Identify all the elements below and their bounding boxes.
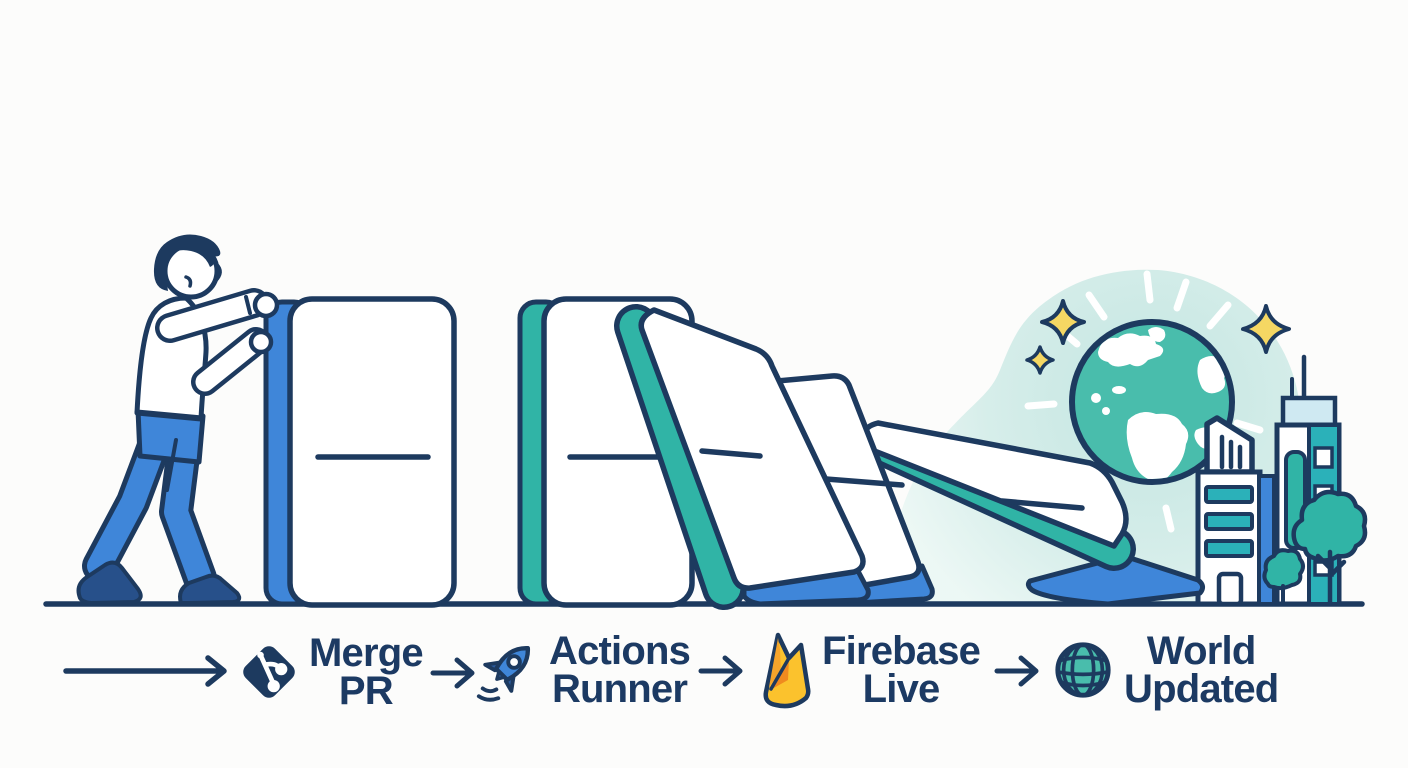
flow-arrow-icon [698, 655, 743, 687]
sparkle-icon [1040, 299, 1086, 345]
domino-1 [263, 296, 457, 608]
step-label-line: Firebase [822, 629, 981, 673]
shoe [178, 573, 242, 605]
tree-icon [1262, 548, 1305, 605]
sparkle-icon [1241, 304, 1291, 354]
sparkle-icon [1025, 345, 1055, 375]
step-label-line: Actions [549, 629, 691, 673]
domino-5 [861, 420, 1206, 607]
domino-dash [823, 476, 905, 488]
git-icon [243, 646, 295, 698]
scene-illustration [43, 234, 1368, 610]
domino-bottom-face [1025, 553, 1206, 607]
flow-arrow-icon [430, 657, 475, 689]
step-label-line: Live [862, 667, 941, 711]
person-pushing [76, 234, 280, 605]
domino-bottom-face [741, 568, 871, 607]
hand [252, 291, 280, 319]
shoe [76, 560, 143, 605]
step-label-line: Runner [551, 667, 688, 711]
domino-dash [999, 498, 1085, 511]
city-buildings [1195, 354, 1368, 607]
step-label: Merge PR [309, 631, 424, 713]
step-label: Firebase Live [822, 629, 981, 711]
step-label-line: Updated [1124, 667, 1279, 711]
step-label-line: Merge [309, 631, 424, 675]
step-label-line: World [1146, 629, 1256, 673]
domino-dash [699, 448, 763, 459]
firebase-icon [763, 632, 811, 709]
step-actions-runner: Actions Runner [473, 629, 691, 711]
rocket-icon [476, 646, 531, 702]
tree-icon [1291, 489, 1368, 606]
hair [153, 234, 221, 291]
step-world-updated: World Updated [1052, 629, 1279, 711]
step-merge-pr: Merge PR [237, 631, 424, 713]
domino-3 [614, 304, 871, 610]
world-globe [1069, 319, 1235, 485]
step-label: World Updated [1124, 629, 1279, 711]
flow-arrow-icon [63, 655, 227, 687]
flow-arrow-icon [994, 655, 1039, 687]
building-slant-roof [1195, 415, 1263, 607]
step-firebase-live: Firebase Live [756, 629, 981, 711]
hand [248, 329, 274, 355]
step-label-line: PR [338, 669, 394, 713]
step-label: Actions Runner [549, 629, 691, 711]
globe-grid-icon [1055, 642, 1111, 698]
